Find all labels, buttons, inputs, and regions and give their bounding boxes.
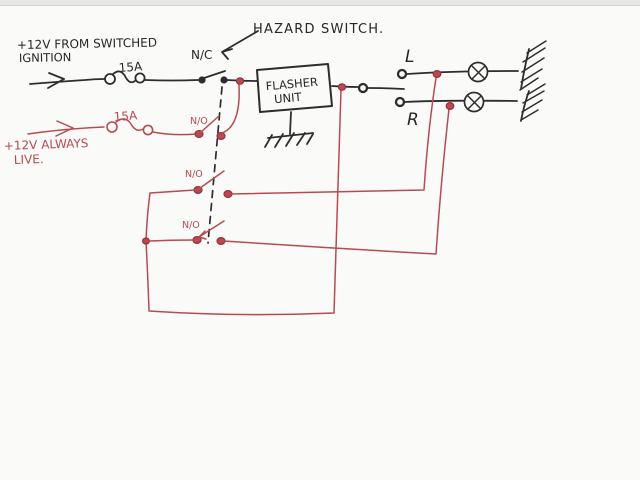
wire-contact3-to-right-lamp [223, 108, 450, 255]
hazard-switch-title: HAZARD SWITCH. [253, 22, 384, 37]
black-fuse-label: 15A [118, 59, 143, 75]
flasher-unit-box [256, 63, 333, 113]
left-lamp-label: L [405, 47, 414, 67]
wire-contact1-to-flasher-input [221, 84, 240, 134]
hazard-annotation-arrow-icon [221, 30, 259, 60]
right-lamp-line [394, 83, 546, 122]
junction-right-lamp [445, 101, 455, 110]
nc-switch-contact [198, 70, 228, 84]
scanner-edge-strip [0, 0, 640, 5]
left-lamp-icon [467, 61, 489, 83]
wire-output-stub [367, 87, 405, 90]
black-circuit [29, 30, 547, 244]
red-fuse-label: 15A [113, 108, 138, 124]
junction-flasher-output [337, 83, 347, 91]
wire-contact2-to-left-lamp [230, 77, 437, 195]
switched-supply-arrow-icon [29, 72, 105, 89]
flasher-unit-label-line1: FLASHER [265, 75, 318, 94]
no-contact2-label: N/O [185, 169, 203, 180]
fuse-15a-red-icon [106, 118, 197, 136]
connector-ring-output-icon [357, 82, 369, 94]
flasher-unit-label-line2: UNIT [274, 90, 304, 106]
flasher-ground-icon [264, 111, 314, 148]
no-contact1-label: N/O [190, 116, 208, 127]
left-ground-icon [519, 40, 547, 91]
switched-supply-label-line1: +12V FROM SWITCHED [17, 36, 157, 52]
live-supply-arrow-icon [27, 120, 105, 137]
right-lamp-label: R [407, 110, 419, 130]
junction-left-lamp [432, 69, 442, 78]
red-circuit [27, 69, 455, 316]
switch-linkage-dashed-line [207, 86, 223, 244]
live-supply-label-line2: LIVE. [14, 152, 44, 167]
switched-supply-label-line2: IGNITION [19, 50, 72, 65]
right-lamp-icon [463, 91, 485, 113]
wire-junction-to-contact3 [148, 239, 195, 242]
live-supply-label-line1: +12V ALWAYS [4, 136, 89, 153]
no-contact3-label: N/O [182, 220, 200, 231]
nc-contact-label: N/C [191, 48, 212, 62]
connector-ring-left-icon [396, 68, 408, 80]
junction-flasher-input [235, 77, 245, 85]
connector-ring-right-icon [394, 96, 406, 108]
no-contact-1 [194, 115, 226, 141]
wire-feedback-loop [145, 89, 342, 316]
fuse-15a-black-icon [104, 70, 199, 85]
labels: +12V FROM SWITCHED IGNITION 15A N/C HAZA… [4, 22, 419, 231]
left-lamp-line [396, 40, 547, 91]
right-ground-icon [520, 83, 546, 122]
